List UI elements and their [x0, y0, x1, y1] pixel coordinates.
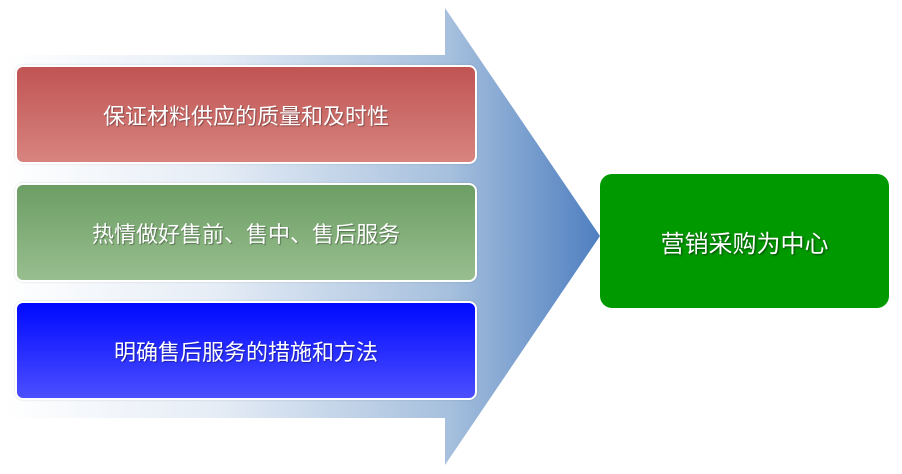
target-box: 营销采购为中心 — [600, 174, 889, 308]
item-label: 热情做好售前、售中、售后服务 — [91, 222, 400, 248]
target-label: 营销采购为中心 — [660, 229, 829, 258]
item-label: 保证材料供应的质量和及时性 — [102, 104, 389, 130]
item-box-after-sales: 明确售后服务的措施和方法 — [15, 301, 477, 400]
item-box-service: 热情做好售前、售中、售后服务 — [15, 183, 477, 282]
item-box-quality: 保证材料供应的质量和及时性 — [15, 65, 477, 164]
item-label: 明确售后服务的措施和方法 — [113, 340, 378, 366]
